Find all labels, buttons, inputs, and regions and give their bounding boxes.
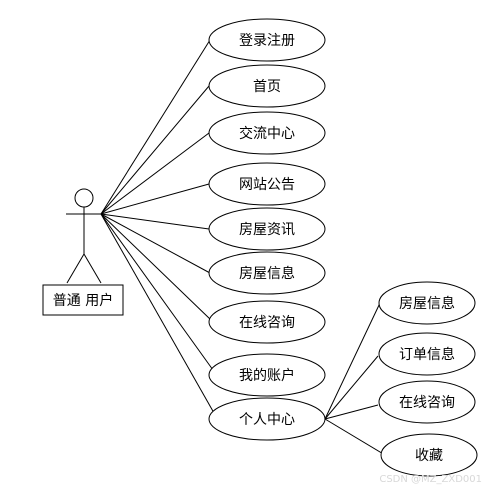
association-forum: [100, 132, 210, 215]
use-case-label: 我的账户: [239, 367, 295, 384]
use-case-notice: 网站公告: [208, 162, 326, 206]
associations: [100, 39, 386, 456]
use-case-house: 房屋信息: [208, 251, 326, 295]
actor-left-leg: [66, 253, 85, 284]
association-login: [100, 39, 211, 215]
association-sub-order: [324, 355, 379, 420]
sub-use-case-order: 订单信息: [378, 332, 476, 376]
use-case-label: 个人中心: [239, 412, 295, 428]
use-case-account: 我的账户: [208, 353, 326, 397]
actor-right-leg: [83, 253, 102, 284]
use-case-label: 网站公告: [239, 177, 295, 193]
use-case-label: 登录注册: [239, 33, 295, 49]
use-case-label: 在线咨询: [239, 315, 295, 331]
association-sub-favorite: [324, 418, 386, 456]
use-case-label: 房屋信息: [239, 265, 295, 282]
sub-use-case-label: 在线咨询: [399, 395, 455, 411]
actor-figure: [66, 188, 102, 284]
sub-use-case-label: 订单信息: [399, 346, 455, 363]
use-case-personal: 个人中心: [208, 397, 326, 441]
use-case-news: 房屋资讯: [208, 207, 326, 251]
use-case-label: 首页: [253, 79, 281, 95]
association-news: [100, 213, 210, 230]
actor-label-box: [42, 284, 124, 316]
sub-use-case-favorite: 收藏: [380, 433, 478, 477]
actor-label: 普通 用户: [53, 292, 113, 309]
association-home: [100, 85, 210, 215]
sub-use-case-consult: 在线咨询: [378, 380, 476, 424]
use-case-login: 登录注册: [208, 18, 326, 62]
association-account: [100, 213, 214, 371]
association-personal: [100, 213, 215, 414]
sub-use-case-label: 收藏: [415, 448, 443, 464]
watermark: CSDN @MZ_ZXD001: [379, 474, 482, 485]
association-sub-consult: [324, 404, 379, 420]
association-house: [100, 213, 211, 274]
use-case-forum: 交流中心: [208, 111, 326, 155]
use-case-consult: 在线咨询: [208, 300, 326, 344]
use-case-home: 首页: [208, 64, 326, 108]
use-case-label: 交流中心: [239, 125, 295, 142]
use-case-label: 房屋资讯: [239, 222, 295, 238]
sub-use-case-label: 房屋信息: [399, 295, 455, 312]
sub-use-case-house: 房屋信息: [378, 281, 476, 325]
association-sub-house: [324, 302, 381, 420]
association-consult: [100, 213, 212, 321]
association-notice: [100, 183, 210, 215]
actor-head: [74, 188, 94, 208]
